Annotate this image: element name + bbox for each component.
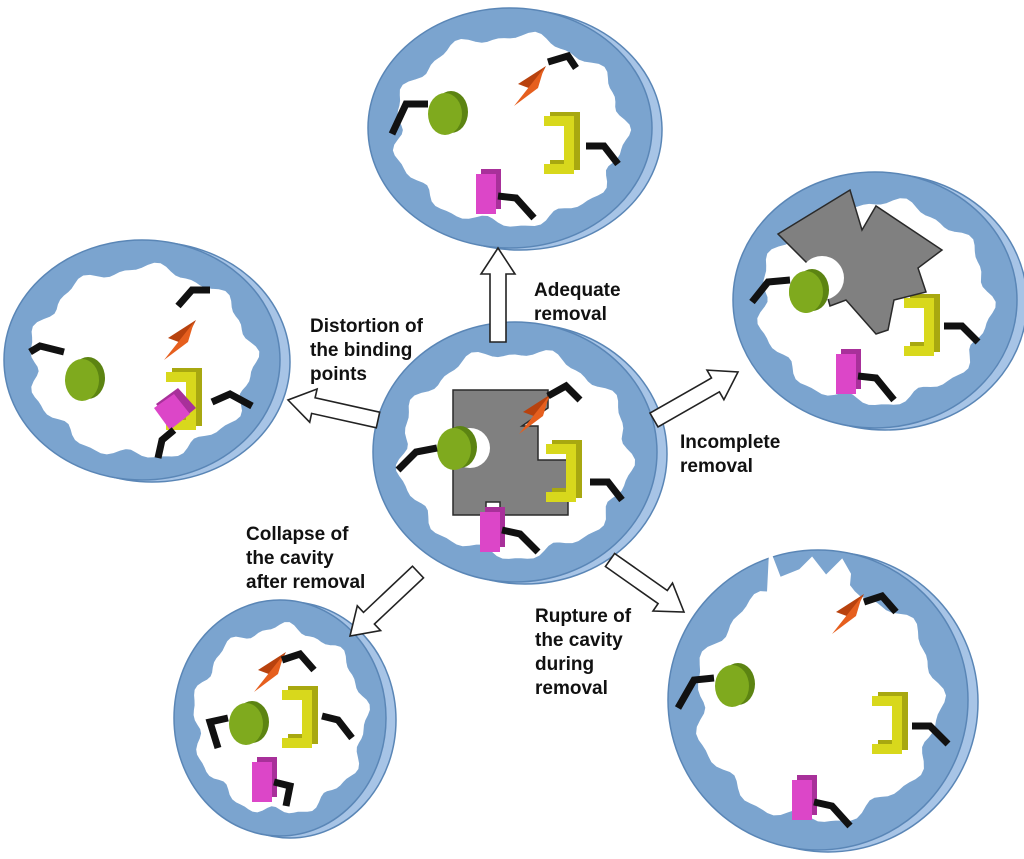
cavity-left	[3, 239, 291, 483]
green-disc-site	[229, 701, 269, 745]
green-disc-site	[789, 269, 829, 313]
cavity-right	[732, 171, 1024, 431]
label-incomplete-removal-line: Incomplete	[680, 432, 780, 453]
magenta-block-site	[154, 388, 196, 430]
label-rupture-line: the cavity	[535, 630, 623, 651]
green-disc-site	[437, 426, 477, 470]
label-rupture-line: Rupture of	[535, 606, 632, 627]
green-disc-site	[428, 91, 468, 135]
binding-arm	[912, 722, 951, 747]
label-adequate-removal-line: removal	[534, 304, 607, 325]
arrow-rupture	[604, 552, 686, 613]
label-distortion-line: the binding	[310, 340, 412, 361]
label-rupture-line: removal	[535, 678, 608, 699]
orange-wedge-site	[254, 652, 286, 692]
yellow-bracket-site	[546, 440, 582, 502]
orange-wedge-site	[164, 320, 196, 360]
arrow-distortion	[286, 387, 381, 429]
label-collapse-line: after removal	[246, 572, 365, 593]
binding-arm	[28, 342, 65, 356]
binding-arm	[749, 276, 791, 305]
binding-arm	[501, 526, 541, 555]
green-disc-site	[715, 663, 755, 707]
binding-arm	[388, 100, 428, 136]
magenta-block-site	[836, 349, 861, 394]
cavity-bottom-right	[667, 549, 979, 853]
binding-arm	[546, 381, 583, 403]
cavity-top	[367, 7, 663, 251]
arrow-collapse	[348, 565, 425, 638]
label-distortion: Distortion of the binding points	[310, 316, 424, 385]
binding-arm	[586, 142, 621, 167]
label-adequate-removal: Adequate removal	[534, 280, 621, 325]
label-rupture-line: during	[535, 654, 594, 675]
label-collapse-line: Collapse of	[246, 524, 349, 545]
yellow-bracket-site	[166, 368, 202, 430]
cavity-bottom-left	[173, 599, 397, 839]
orange-wedge-site	[832, 594, 864, 634]
magenta-block-site	[252, 757, 277, 802]
cavity-center	[372, 321, 668, 585]
binding-arm	[321, 712, 355, 741]
binding-arm	[280, 649, 317, 673]
orange-wedge-site	[514, 66, 546, 106]
arrow-adequate-removal	[479, 246, 517, 343]
binding-arm	[944, 322, 981, 345]
magenta-block-site	[480, 507, 505, 552]
label-incomplete-removal: Incomplete removal	[680, 432, 780, 477]
yellow-bracket-site	[282, 686, 318, 748]
yellow-bracket-site	[544, 112, 580, 174]
magenta-block-site	[792, 775, 817, 820]
binding-arm	[497, 192, 537, 221]
green-disc-site	[65, 357, 105, 401]
label-collapse-line: the cavity	[246, 548, 334, 569]
binding-arm	[273, 778, 295, 807]
label-rupture: Rupture of the cavity during removal	[535, 606, 632, 699]
binding-arm	[154, 427, 177, 459]
binding-arm	[205, 714, 229, 750]
binding-arm	[590, 478, 625, 503]
arrow-incomplete-removal	[648, 369, 740, 428]
binding-arm	[813, 798, 853, 829]
binding-arm	[210, 390, 254, 410]
label-incomplete-removal-line: removal	[680, 456, 753, 477]
binding-arm	[395, 444, 438, 473]
label-distortion-line: points	[310, 364, 367, 385]
yellow-bracket-site	[872, 692, 908, 754]
binding-arm	[674, 674, 715, 710]
binding-arm	[857, 372, 897, 403]
binding-arm	[862, 591, 899, 615]
orange-wedge-site	[519, 394, 551, 434]
binding-arm	[546, 51, 579, 70]
label-adequate-removal-line: Adequate	[534, 280, 621, 301]
yellow-bracket-site	[904, 294, 940, 356]
label-distortion-line: Distortion of	[310, 316, 424, 337]
label-collapse: Collapse of the cavity after removal	[246, 524, 365, 593]
binding-arm	[175, 286, 210, 309]
magenta-block-site	[476, 169, 501, 214]
